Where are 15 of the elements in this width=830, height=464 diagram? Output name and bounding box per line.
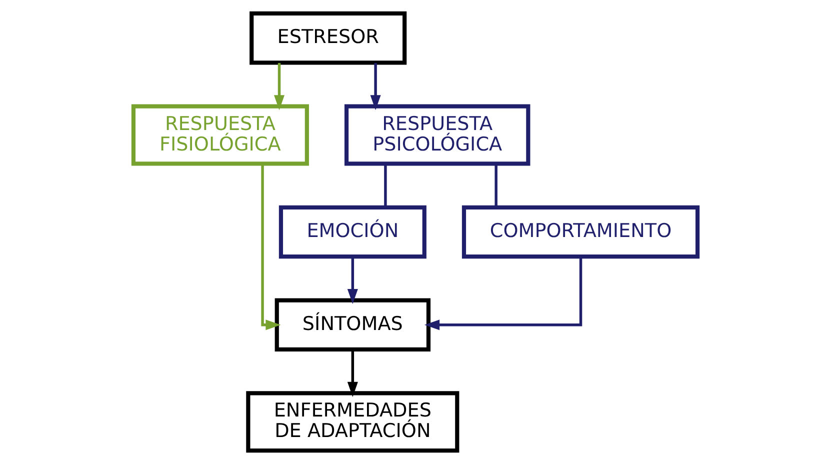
node-box: ENFERMEDADES DE ADAPTACIÓN [246,391,459,453]
arrow [260,164,280,330]
arrow [424,256,582,330]
node-box: RESPUESTA PSICOLÓGICA [344,104,530,166]
arrow [346,350,358,397]
node-box: COMPORTAMIENTO [461,205,700,259]
arrow [370,63,380,110]
arrow [346,256,358,304]
node-box: SÍNTOMAS [274,298,430,352]
node-box: EMOCIÓN [278,205,426,259]
connector [494,164,497,207]
node-box: RESPUESTA FISIOLÓGICA [130,104,308,166]
connector [384,164,386,207]
arrow [274,63,284,110]
node-box: ESTRESOR [249,11,406,65]
